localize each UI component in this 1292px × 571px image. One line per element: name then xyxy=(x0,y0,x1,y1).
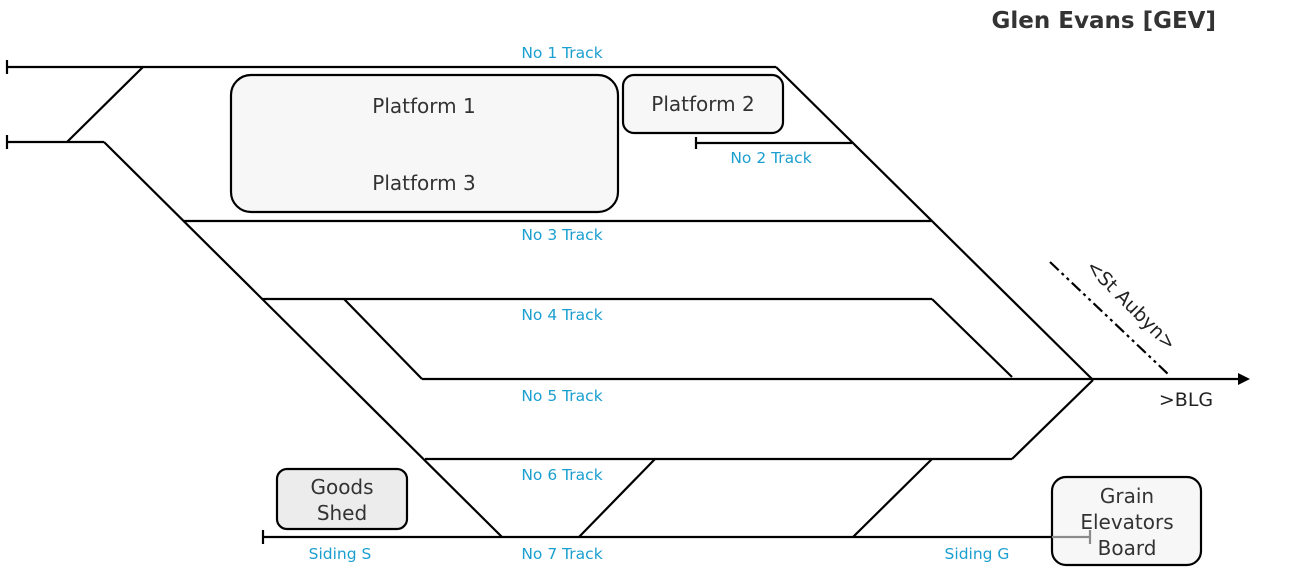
station-title: Glen Evans [GEV] xyxy=(992,8,1216,34)
track-no-4 xyxy=(262,297,1013,380)
label-no-4-track: No 4 Track xyxy=(521,306,602,324)
direction-blg: >BLG xyxy=(1159,389,1213,411)
grain-elevators-board: Grain Elevators Board xyxy=(1050,475,1203,567)
grain-label-line1: Grain xyxy=(1100,484,1154,508)
label-no-6-track: No 6 Track xyxy=(521,466,602,484)
label-no-2-track: No 2 Track xyxy=(730,149,811,167)
grain-label-line2: Elevators xyxy=(1080,510,1173,534)
siding-g-buffer xyxy=(1052,530,1092,544)
track-no-2 xyxy=(694,137,852,149)
track-no-5 xyxy=(422,373,1250,385)
track-no-1 xyxy=(5,60,1094,381)
grain-label-line3: Board xyxy=(1098,536,1157,560)
goods-shed: Goods Shed xyxy=(275,467,409,531)
label-no-3-track: No 3 Track xyxy=(521,226,602,244)
arrow-head-icon xyxy=(1238,373,1250,385)
platform-2-label: Platform 2 xyxy=(651,92,754,116)
platform-3-label: Platform 3 xyxy=(372,171,475,195)
label-no-7-track: No 7 Track xyxy=(521,545,602,563)
label-no-1-track: No 1 Track xyxy=(521,44,602,62)
platform-2: Platform 2 xyxy=(621,73,785,135)
track-no-7 xyxy=(261,530,1090,544)
goods-shed-label-line1: Goods xyxy=(310,475,373,499)
goods-shed-label-line2: Shed xyxy=(317,501,367,525)
label-siding-s: Siding S xyxy=(309,545,372,563)
platform-1-label: Platform 1 xyxy=(372,94,475,118)
platform-1-3: Platform 1 Platform 3 xyxy=(229,73,620,214)
crossover-track1-track2 xyxy=(66,66,144,143)
track-main-left xyxy=(5,135,503,538)
label-no-5-track: No 5 Track xyxy=(521,387,602,405)
track-no-6 xyxy=(425,379,1094,538)
label-siding-g: Siding G xyxy=(945,545,1010,563)
